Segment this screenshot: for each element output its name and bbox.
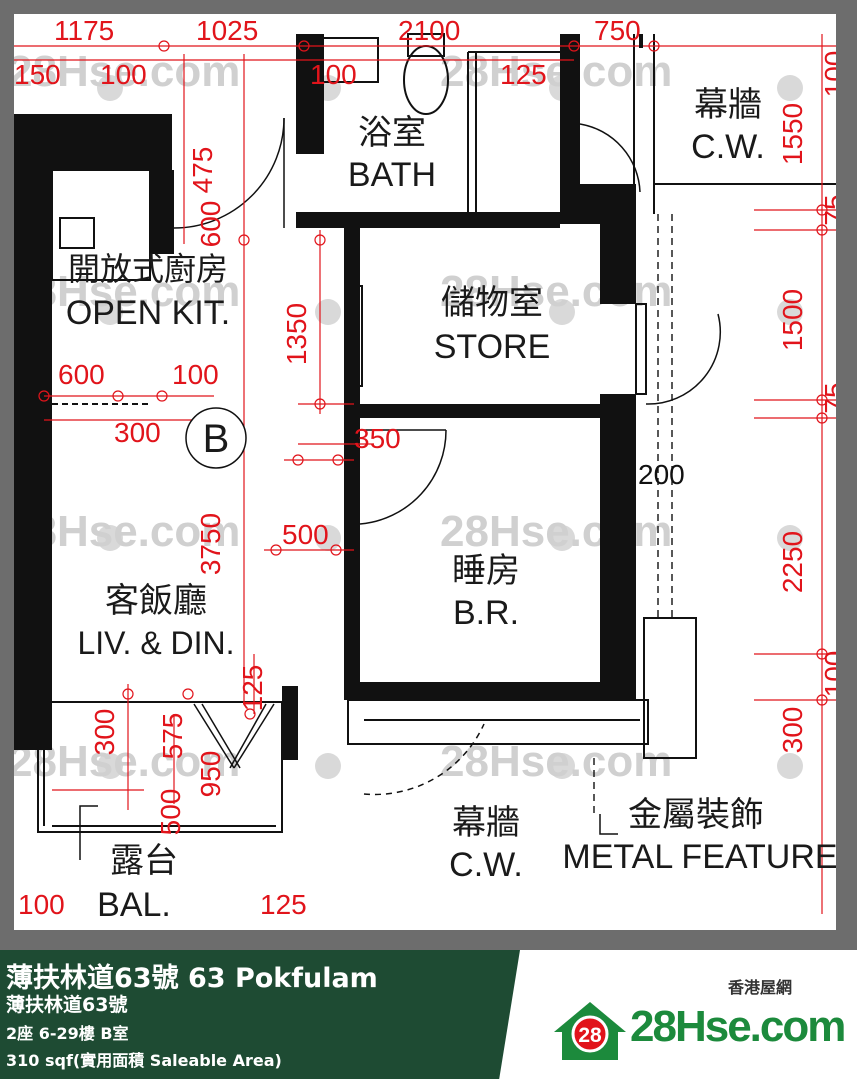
- watermark: 28Hse.com: [14, 47, 240, 96]
- curtain-wall-label-en: C.W.: [691, 128, 765, 166]
- dim-300: 300: [114, 417, 161, 448]
- fixtures: [37, 33, 836, 833]
- unit-block-info: 2座 6-29樓 B室: [6, 1024, 129, 1043]
- bath-label-en: BATH: [348, 156, 436, 194]
- dim-125: 125: [260, 889, 307, 920]
- curtain-wall-label-en: C.W.: [449, 846, 523, 884]
- dim-300: 300: [89, 709, 120, 756]
- curtain-wall-label-cn: 幕牆: [452, 804, 520, 842]
- living-label-cn: 客飯廳: [105, 582, 207, 620]
- dim-200: 200: [638, 459, 685, 490]
- dimension-lines: [14, 34, 836, 914]
- dimension-labels: 1175 1025 2100 750 150 100 100 125 475 6…: [14, 15, 836, 920]
- dim-575: 575: [157, 713, 188, 760]
- bedroom-label-cn: 睡房: [452, 552, 520, 590]
- dim-125: 125: [237, 665, 268, 712]
- dim-350: 350: [354, 423, 401, 454]
- dim-475: 475: [187, 147, 218, 194]
- balcony-label-en: BAL.: [97, 886, 171, 924]
- dim-600: 600: [58, 359, 105, 390]
- logo-wordmark: 28Hse.com: [630, 1002, 846, 1051]
- bath-label-cn: 浴室: [358, 114, 426, 152]
- dim-600: 600: [195, 201, 226, 248]
- house-logo-icon: 28: [554, 1002, 626, 1060]
- dim-300: 300: [777, 707, 808, 754]
- logo-badge-text: 28: [578, 1024, 602, 1047]
- dim-100: 100: [172, 359, 219, 390]
- room-labels: 浴室 BATH 幕牆 C.W. 開放式廚房 OPEN KIT. 儲物室 STOR…: [66, 86, 836, 924]
- dim-750: 750: [594, 15, 641, 46]
- dim-500: 500: [155, 789, 186, 836]
- dim-2100: 2100: [398, 15, 460, 46]
- dim-100: 100: [819, 51, 836, 98]
- dim-500: 500: [282, 519, 329, 550]
- logo-chinese-name: 香港屋網: [728, 978, 793, 997]
- dim-100: 100: [310, 59, 357, 90]
- listing-footer: 薄扶林道63號 63 Pokfulam 薄扶林道63號 2座 6-29樓 B室 …: [0, 950, 857, 1079]
- balcony-label-cn: 露台: [110, 842, 178, 880]
- kitchen-label-cn: 開放式廚房: [68, 251, 228, 287]
- dimension-markers: [38, 40, 828, 720]
- kitchen-label-en: OPEN KIT.: [66, 294, 230, 332]
- dim-1025: 1025: [196, 15, 258, 46]
- property-title: 薄扶林道63號 63 Pokfulam: [6, 963, 378, 994]
- walls: [14, 34, 636, 760]
- dim-1175: 1175: [54, 15, 114, 46]
- store-label-en: STORE: [434, 328, 551, 366]
- site-logo[interactable]: 香港屋網 28 28Hse.com: [548, 974, 846, 1064]
- floor-plan: 28Hse.com 28Hse.com 28Hse.com 28Hse.com …: [14, 14, 836, 930]
- curtain-wall-outline: [593, 214, 673, 818]
- dim-950: 950: [195, 751, 226, 798]
- dim-100: 100: [100, 59, 147, 90]
- unit-letter: B: [203, 417, 230, 461]
- leader-lines: [79, 805, 618, 860]
- dim-1500: 1500: [777, 289, 808, 351]
- store-label-cn: 儲物室: [441, 284, 543, 322]
- property-subtitle: 薄扶林道63號: [6, 994, 128, 1016]
- saleable-area: 310 sqf(實用面積 Saleable Area): [6, 1051, 282, 1070]
- dim-125: 125: [500, 59, 547, 90]
- floor-plan-drawing: 28Hse.com 28Hse.com 28Hse.com 28Hse.com …: [14, 15, 836, 924]
- dim-75: 75: [819, 194, 836, 225]
- metal-feature-label-cn: 金屬裝飾: [628, 796, 764, 834]
- dim-1350: 1350: [281, 303, 312, 365]
- dim-3750: 3750: [195, 513, 226, 575]
- dim-100: 100: [819, 651, 836, 698]
- unit-marker: [185, 407, 247, 469]
- floor-plan-frame: 28Hse.com 28Hse.com 28Hse.com 28Hse.com …: [0, 0, 857, 950]
- dim-150: 150: [14, 59, 61, 90]
- dim-2250: 2250: [777, 531, 808, 593]
- dim-100: 100: [18, 889, 65, 920]
- door-swings: [173, 117, 721, 796]
- curtain-wall-label-cn: 幕牆: [694, 86, 762, 124]
- dim-75: 75: [819, 382, 836, 413]
- dim-1550: 1550: [777, 103, 808, 165]
- listing-info-panel: 薄扶林道63號 63 Pokfulam 薄扶林道63號 2座 6-29樓 B室 …: [0, 950, 520, 1079]
- bedroom-label-en: B.R.: [453, 594, 519, 632]
- metal-feature-label-en: METAL FEATURE: [562, 838, 836, 876]
- living-label-en: LIV. & DIN.: [77, 625, 234, 661]
